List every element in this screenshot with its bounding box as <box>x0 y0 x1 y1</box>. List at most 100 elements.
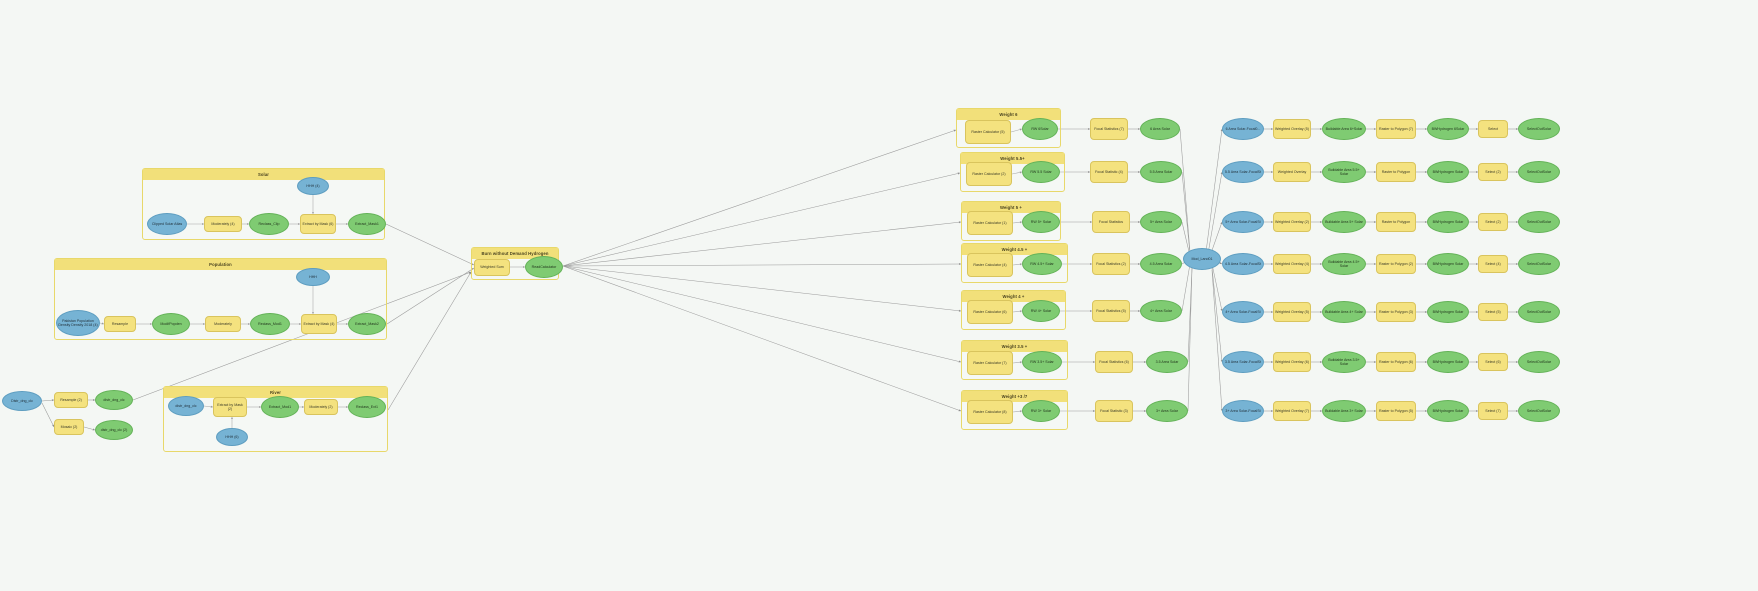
node-extract-mask1[interactable]: Extract_Mask1 <box>348 213 386 235</box>
node-buildable-area-5-solar[interactable]: Buildable Area 5+ Solar <box>1322 211 1366 233</box>
node-buildable-area-35-solar[interactable]: Buildable Area 3.5+ Solar <box>1322 351 1366 373</box>
node-extract-by-mask-4[interactable]: Extract by Mask (4) <box>301 314 337 334</box>
node-35-area-solar-focalst[interactable]: 3.5 Area Solar-FocalSt <box>1222 351 1264 373</box>
node-distr-dng-clc-out[interactable]: distr_dng_clc <box>95 390 133 410</box>
node-6-area-solar-focal[interactable]: 6 Area Solar-Focal0... <box>1222 118 1264 140</box>
node-bwhydrogen-6-solar[interactable]: BWHydrogen 6Solar <box>1427 118 1469 140</box>
node-selectoutsolar-7[interactable]: SelectOutSolar <box>1518 400 1560 422</box>
node-raster-calculator-2[interactable]: Raster Calculator (2) <box>966 162 1012 186</box>
node-weighted-overlay-4[interactable]: Weighted Overlay (4) <box>1273 254 1311 274</box>
node-4-area-solar-focalst[interactable]: 4+ Area Solar-FocalSt <box>1222 301 1264 323</box>
node-distr-dng-clc-2[interactable]: distr_dng_clc (2) <box>95 420 133 440</box>
node-bwhydrogen-solar-c[interactable]: BWHydrogen Solar <box>1427 253 1469 275</box>
node-distr-dng-clc[interactable]: Distr_dng_clc <box>2 391 42 411</box>
node-raster-to-polygon-2[interactable]: Raster to Polygon (2) <box>1376 254 1416 274</box>
node-moderately-2[interactable]: Moderately (2) <box>304 399 338 415</box>
node-focal-statistic-4[interactable]: Focal Statistic (4) <box>1090 161 1128 183</box>
node-select-6[interactable]: Select (6) <box>1478 353 1508 371</box>
node-weighted-overlay-5b[interactable]: Weighted Overlay (5) <box>1273 302 1311 322</box>
node-5-area-solar[interactable]: 5+ Area Solar <box>1140 211 1182 233</box>
node-bwhydrogen-solar-d[interactable]: BWHydrogen Solar <box>1427 301 1469 323</box>
node-buildable-area-55-solar[interactable]: Buildable Area 5.5+ Solar <box>1322 161 1366 183</box>
node-raster-calculator-4[interactable]: Raster Calculator (4) <box>967 253 1013 277</box>
node-rw-55-solar[interactable]: RW 5.5 Solar <box>1022 161 1060 183</box>
node-hhh-4[interactable]: HHH (4) <box>297 177 329 195</box>
node-weighted-overlay-2[interactable]: Weighted Overlay (2) <box>1273 212 1311 232</box>
node-6-area-solar[interactable]: 6 Area Solar <box>1140 118 1180 140</box>
node-35-area-solar[interactable]: 3.5 Area Solar <box>1146 351 1188 373</box>
node-raster-calculator-5[interactable]: Raster Calculator (5) <box>965 120 1011 144</box>
node-selectoutsolar[interactable]: SelectOutSolar <box>1518 118 1560 140</box>
node-raster-to-polygon[interactable]: Raster to Polygon <box>1376 162 1416 182</box>
node-raster-calculator-6[interactable]: Raster Calculator (6) <box>967 300 1013 324</box>
node-focal-statistics-6[interactable]: Focal Statistics (6) <box>1095 351 1133 373</box>
node-bwhydrogen-solar-b[interactable]: BWHydrogen Solar <box>1427 211 1469 233</box>
node-focal-statistics-2[interactable]: Focal Statistics (2) <box>1092 253 1130 275</box>
node-weighted-overlay-5[interactable]: Weighted Overlay (5) <box>1273 119 1311 139</box>
node-pakistan-population-density[interactable]: Pakistan Population Density Density 2018… <box>56 310 100 336</box>
node-selectoutsolar-4[interactable]: SelectOutSolar <box>1518 253 1560 275</box>
node-selectoutsolar-3[interactable]: SelectOutSolar <box>1518 211 1560 233</box>
node-extract-mask2[interactable]: Extract_Mask2 <box>348 313 386 335</box>
node-55-area-solar[interactable]: 5.5 Area Solar <box>1140 161 1182 183</box>
node-extract-mod1[interactable]: Extract_Mod1 <box>261 396 299 418</box>
node-3-area-solar-focalst[interactable]: 3+ Area Solar-FocalSt <box>1222 400 1264 422</box>
node-buildable-area-3-solar[interactable]: Buildable Area 3+ Solar <box>1322 400 1366 422</box>
node-river-input[interactable]: distr_dng_clc <box>168 396 204 416</box>
node-bwhydrogen-solar-f[interactable]: BWHydrogen Solar <box>1427 400 1469 422</box>
node-raster-to-polygon-5[interactable]: Raster to Polygon (5) <box>1376 401 1416 421</box>
node-rw-4-solar[interactable]: RW 4+ Solar <box>1022 300 1060 322</box>
node-raster-calculator-7[interactable]: Raster Calculator (7) <box>967 351 1013 375</box>
node-rw-6-solar[interactable]: RW 6Solar <box>1022 118 1058 140</box>
node-focal-statistic-3[interactable]: Focal Statistic (3) <box>1095 400 1133 422</box>
node-raster-to-polygon-3[interactable]: Raster to Polygon (3) <box>1376 302 1416 322</box>
node-selectoutsolar-6[interactable]: SelectOutSolar <box>1518 351 1560 373</box>
node-clipped-solar-atlas[interactable]: Clipped Solar Atlas <box>147 213 187 235</box>
node-moderately-4[interactable]: Moderately (4) <box>204 216 242 232</box>
node-hhh[interactable]: HHH <box>296 268 330 286</box>
node-rw-35-solar[interactable]: RW 3.5+ Solar <box>1022 351 1062 373</box>
node-extract-by-mask-2[interactable]: Extract by Mask (2) <box>213 397 247 417</box>
node-bwhydrogen-solar-e[interactable]: BWHydrogen Solar <box>1427 351 1469 373</box>
node-3-area-solar[interactable]: 3+ Area Solar <box>1146 400 1188 422</box>
node-selectoutsolar-2[interactable]: SelectOutSolar <box>1518 161 1560 183</box>
node-raster-to-polygon-7[interactable]: Raster to Polygon (7) <box>1376 119 1416 139</box>
node-mosaic-2[interactable]: Mosaic (2) <box>54 419 84 435</box>
node-bwhydrogen-solar[interactable]: BWHydrogen Solar <box>1427 161 1469 183</box>
node-5-area-solar-focalst[interactable]: 5+ Area Solar-FocalSt <box>1222 211 1264 233</box>
node-moderately[interactable]: Moderately <box>205 316 241 332</box>
node-select-2[interactable]: Select (2) <box>1478 163 1508 181</box>
node-45-area-solar[interactable]: 4.5 Area Solar <box>1140 253 1182 275</box>
node-select-2b[interactable]: Select (2) <box>1478 213 1508 231</box>
node-raster-calculator-1[interactable]: Raster Calculator (1) <box>967 211 1013 235</box>
node-reclass-mod1[interactable]: Reclass_Mod1 <box>250 313 290 335</box>
node-rw-3-solar[interactable]: RW 3+ Solar <box>1022 400 1060 422</box>
node-weighted-sum[interactable]: Weighted Sum <box>474 259 510 276</box>
node-raster-to-polygon-6[interactable]: Raster to Polygon (6) <box>1376 352 1416 372</box>
node-45-area-solar-focalst[interactable]: 4.5 Area Solar-FocalSt <box>1222 253 1264 275</box>
node-select-5[interactable]: Select (5) <box>1478 303 1508 321</box>
node-55-area-solar-focalst[interactable]: 5.5 Area Solar-FocalSt <box>1222 161 1264 183</box>
node-hhh-6[interactable]: HHH (6) <box>216 428 248 446</box>
node-reclass-clip[interactable]: Reclass_Clip <box>249 213 289 235</box>
node-weighted-overlay-7[interactable]: Weighted Overlay (7) <box>1273 401 1311 421</box>
node-buildable-area-45-solar[interactable]: Buildable Area 4.5+ Solar <box>1322 253 1366 275</box>
node-reclass-ext1[interactable]: Reclass_Ext1 <box>348 396 386 418</box>
node-selectoutsolar-5[interactable]: SelectOutSolar <box>1518 301 1560 323</box>
node-raster-to-polygon-b[interactable]: Raster to Polygon <box>1376 212 1416 232</box>
node-buildable-area-6-solar[interactable]: Buildable Area 6+Solar <box>1322 118 1366 140</box>
node-weighted-overlay-6[interactable]: Weighted Overlay (6) <box>1273 352 1311 372</box>
node-modifpopden[interactable]: ModifPopden <box>152 313 190 335</box>
node-weighted-overlay[interactable]: Weighted Overlay <box>1273 162 1311 182</box>
node-select-4[interactable]: Select (4) <box>1478 255 1508 273</box>
node-rw-45-solar[interactable]: RW 4.5+ Solar <box>1022 253 1062 275</box>
node-mod-land01[interactable]: Mod_Land01 <box>1183 248 1221 270</box>
node-readcalculator[interactable]: ReadCalculator <box>525 256 563 278</box>
node-buildable-area-4-solar[interactable]: Buildable Area 4+ Solar <box>1322 301 1366 323</box>
node-raster-calculator-8[interactable]: Raster Calculator (8) <box>967 400 1013 424</box>
node-focal-statistics[interactable]: Focal Statistics <box>1092 211 1130 233</box>
node-focal-statistics-5[interactable]: Focal Statistics (5) <box>1092 300 1130 322</box>
node-select[interactable]: Select <box>1478 120 1508 138</box>
node-resample[interactable]: Resample <box>104 316 136 332</box>
